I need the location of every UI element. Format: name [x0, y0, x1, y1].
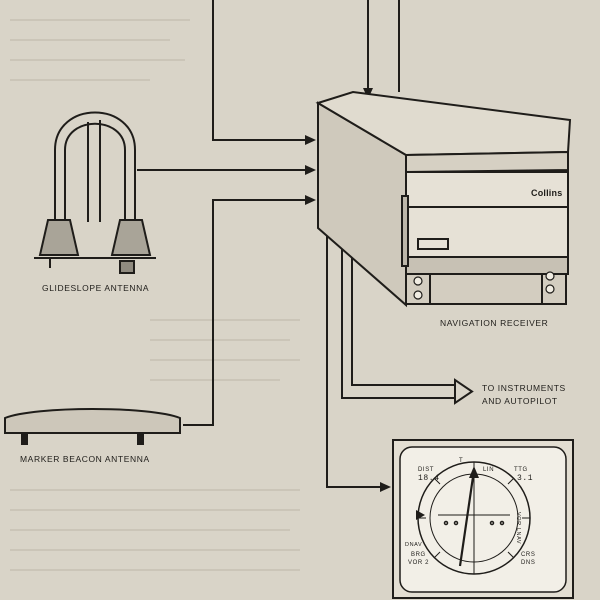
line-to-indicator [326, 225, 380, 488]
arrow-to-instruments [454, 378, 474, 405]
arrow-marker-beacon [305, 195, 316, 205]
arrow-top-left [305, 135, 316, 145]
navigation-receiver [315, 90, 572, 308]
navigation-receiver-label: NAVIGATION RECEIVER [440, 318, 549, 328]
arrow-glideslope [305, 165, 316, 175]
indicator-crs-label: CRS [521, 552, 536, 558]
signal-lines [137, 0, 455, 488]
line-to-instruments-b [351, 240, 455, 386]
arrow-to-indicator [380, 482, 391, 492]
marker-beacon-antenna [4, 408, 181, 445]
indicator-dnav-label: DNAV [405, 542, 423, 548]
line-marker-beacon [183, 199, 305, 426]
indicator-lin-label: LIN [483, 467, 495, 473]
to-instruments-label-line2: AND AUTOPILOT [482, 396, 558, 406]
indicator-dist-label: DIST [418, 467, 435, 473]
background-text-ghost [10, 19, 300, 571]
indicator-ttg-value: 3.1 [517, 474, 534, 483]
indicator-brg-label: BRG [411, 552, 426, 558]
glideslope-antenna-label: GLIDESLOPE ANTENNA [42, 283, 150, 293]
receiver-screws [413, 271, 555, 300]
line-top-left [212, 0, 305, 141]
indicator-dns-label: DNS [521, 560, 536, 566]
line-to-instruments-a [341, 240, 455, 399]
indicator-dist-value: 18.4 [418, 474, 440, 483]
indicator-t-label: T [459, 458, 464, 464]
indicator-vor2-label: VOR 2 [408, 560, 430, 566]
indicator-vor-lnav-label: VOR LNAV [515, 512, 521, 545]
marker-beacon-antenna-label: MARKER BEACON ANTENNA [20, 454, 150, 464]
to-instruments-label-line1: TO INSTRUMENTS [482, 383, 566, 393]
indicator-ttg-label: TTG [514, 467, 528, 473]
glideslope-antenna [34, 111, 156, 274]
receiver-brand: Collins [531, 188, 563, 198]
hsi-indicator [392, 439, 574, 599]
